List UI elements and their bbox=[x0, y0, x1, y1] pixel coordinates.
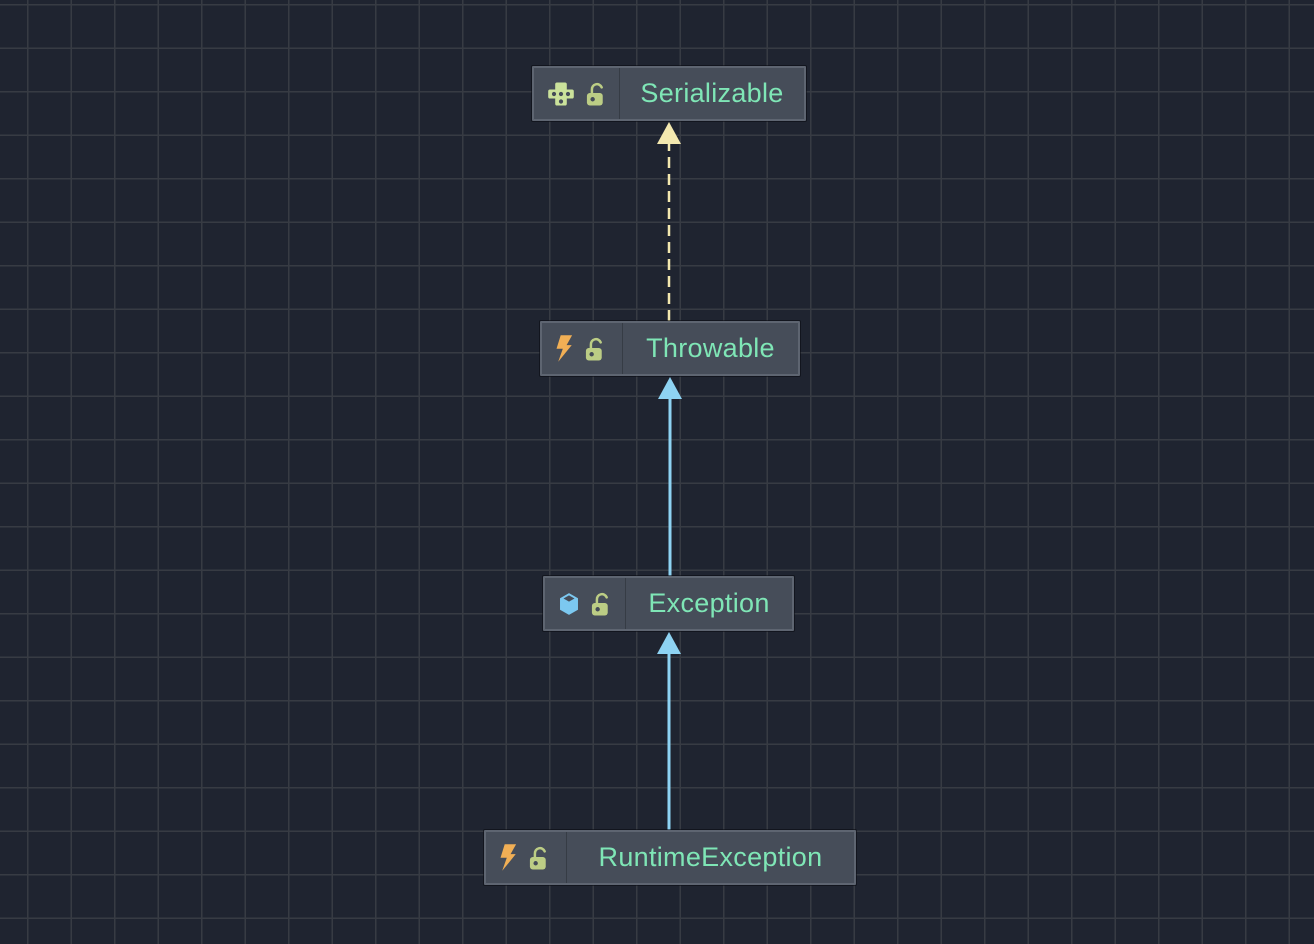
exception-icon bbox=[556, 335, 573, 362]
class-name-label: Throwable bbox=[646, 333, 775, 363]
unlocked-icon bbox=[586, 82, 603, 106]
implements-arrowhead bbox=[657, 122, 681, 144]
node-icon-panel bbox=[542, 334, 622, 363]
class-node-throwable[interactable]: Throwable bbox=[540, 321, 800, 376]
node-icon-panel bbox=[545, 590, 625, 617]
unlocked-icon bbox=[585, 337, 602, 361]
icon-panel-divider bbox=[566, 832, 567, 883]
edge-implements-throwable-serializable[interactable] bbox=[657, 122, 681, 321]
edge-extends-exception-throwable[interactable] bbox=[658, 377, 682, 576]
unlocked-icon bbox=[591, 592, 608, 616]
class-icon bbox=[560, 592, 578, 615]
class-node-exception[interactable]: Exception bbox=[543, 576, 794, 631]
class-node-serializable[interactable]: Serializable bbox=[532, 66, 806, 121]
unlocked-icon bbox=[529, 846, 546, 870]
edge-extends-runtimeexception-exception[interactable] bbox=[657, 632, 681, 830]
interface-icon bbox=[548, 82, 574, 105]
icon-panel-divider bbox=[622, 323, 623, 374]
node-icon-panel bbox=[486, 843, 566, 872]
class-name-label: Exception bbox=[648, 588, 770, 618]
class-node-runtimeexception[interactable]: RuntimeException bbox=[484, 830, 856, 885]
icon-panel-divider bbox=[625, 578, 626, 629]
extends-arrowhead bbox=[658, 377, 682, 399]
extends-arrowhead bbox=[657, 632, 681, 654]
icon-panel-divider bbox=[619, 68, 620, 119]
node-icon-panel bbox=[534, 80, 619, 107]
class-name-label: Serializable bbox=[640, 78, 784, 108]
exception-icon bbox=[500, 844, 517, 871]
class-name-label: RuntimeException bbox=[598, 842, 823, 872]
